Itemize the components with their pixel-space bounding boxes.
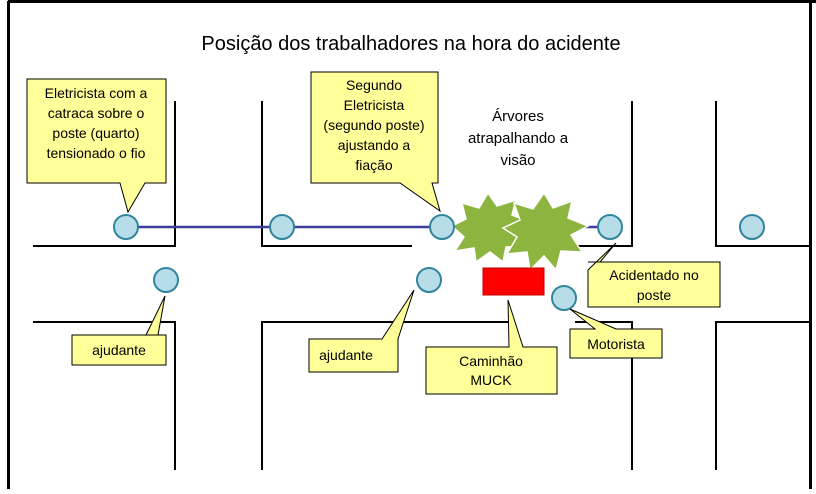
callout-segundo-eletricista-line-4: ajustando a bbox=[338, 137, 411, 153]
callout-segundo-eletricista-line-3: (segundo poste) bbox=[323, 117, 424, 133]
block-upper-far-right bbox=[715, 101, 810, 247]
callout-ajudante-2-text: ajudante bbox=[319, 347, 373, 363]
tree-right-icon bbox=[501, 191, 590, 272]
callout-caminhao bbox=[425, 299, 558, 395]
person-ajudante-1 bbox=[153, 267, 179, 293]
block-upper-middle bbox=[261, 101, 412, 247]
block-lower-middle bbox=[261, 321, 510, 470]
road-lines bbox=[33, 101, 810, 470]
callout-eletricista-quarto bbox=[26, 78, 167, 214]
person-post-empty bbox=[269, 214, 295, 240]
callout-caminhao-line-1: Caminhão bbox=[459, 353, 523, 369]
trees-label-line-2: atrapalhando a bbox=[468, 130, 569, 147]
trees-label-line-1: Árvores bbox=[492, 108, 544, 125]
callout-ajudante-1-text: ajudante bbox=[92, 342, 146, 358]
person-eletricista-quarto-poste bbox=[113, 214, 139, 240]
callout-eletricista-quarto-line-1: Eletricista com a bbox=[45, 85, 148, 101]
callout-motorista bbox=[569, 308, 663, 359]
callout-caminhao-line-2: MUCK bbox=[470, 372, 512, 388]
person-acidentado bbox=[597, 214, 623, 240]
tree-left-icon bbox=[450, 191, 532, 264]
callout-acidentado bbox=[587, 242, 721, 308]
callout-segundo-eletricista-line-1: Segundo bbox=[346, 77, 402, 93]
block-upper-right bbox=[560, 101, 633, 247]
block-lower-left bbox=[33, 321, 176, 470]
block-upper-left bbox=[33, 101, 176, 247]
callout-segundo-eletricista bbox=[310, 71, 441, 213]
trees-label-line-3: visão bbox=[500, 152, 535, 169]
callout-eletricista-quarto-line-3: poste (quarto) bbox=[52, 125, 139, 141]
callout-segundo-eletricista-line-2: Eletricista bbox=[344, 97, 405, 113]
callout-motorista-text: Motorista bbox=[587, 336, 645, 352]
person-segundo-eletricista bbox=[429, 214, 455, 240]
callout-ajudante-2 bbox=[308, 289, 415, 373]
person-motorista bbox=[551, 285, 577, 311]
block-lower-far-right bbox=[715, 321, 810, 470]
diagram-title: Posição dos trabalhadores na hora do aci… bbox=[201, 33, 620, 55]
workers bbox=[113, 214, 765, 311]
person-post-far-right bbox=[739, 214, 765, 240]
person-ajudante-2 bbox=[416, 267, 442, 293]
callout-eletricista-quarto-line-4: tensionado o fio bbox=[47, 145, 146, 161]
callout-segundo-eletricista-line-5: fiação bbox=[355, 157, 393, 173]
callout-ajudante-1 bbox=[71, 295, 167, 366]
callout-eletricista-quarto-line-2: catraca sobre o bbox=[48, 105, 145, 121]
callout-acidentado-line-1: Acidentado no bbox=[609, 267, 699, 283]
truck-icon bbox=[482, 267, 545, 296]
callout-acidentado-line-2: poste bbox=[637, 287, 671, 303]
